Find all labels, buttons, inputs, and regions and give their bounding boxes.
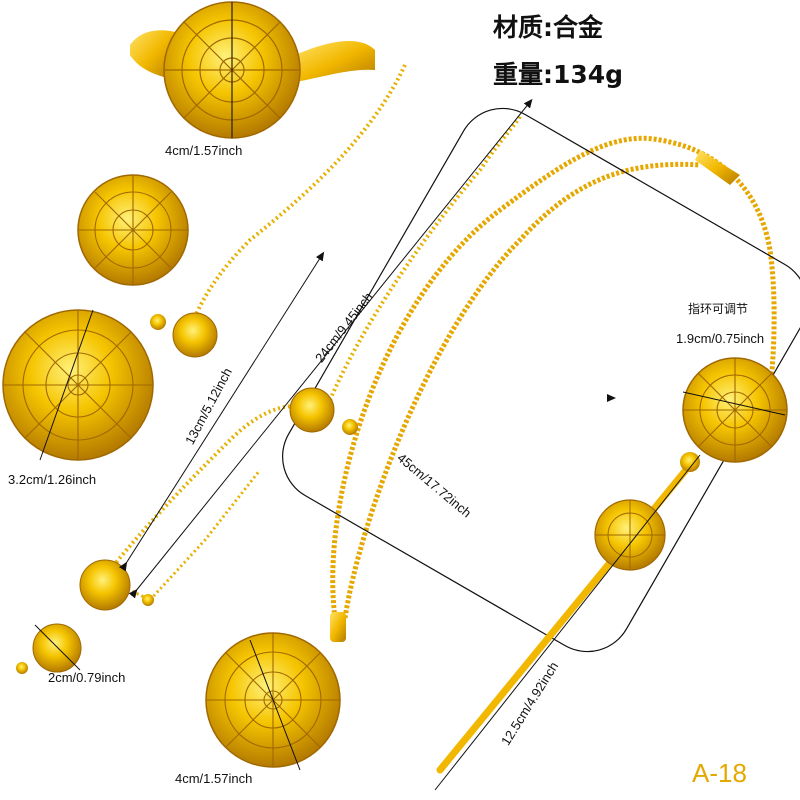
pendant-small-label: 2cm/0.79inch	[48, 670, 126, 685]
dimension-lines	[34, 2, 786, 791]
ring-left	[2, 309, 154, 461]
necklace-chain	[330, 135, 777, 619]
earring-top	[77, 174, 189, 286]
bangle-width-label: 4cm/1.57inch	[165, 143, 243, 158]
necklace-pendant	[205, 612, 346, 768]
ring-left-width-label: 3.2cm/1.26inch	[8, 472, 97, 487]
weight-label: 重量:134g	[493, 60, 624, 89]
pendant-large-label: 4cm/1.57inch	[175, 771, 253, 786]
ring-right	[682, 357, 788, 463]
bangle	[130, 1, 375, 139]
ring-right-width-label: 1.9cm/0.75inch	[676, 331, 765, 346]
product-code: A-18	[692, 758, 747, 788]
material-label: 材质:合金	[493, 13, 603, 42]
hairpin	[436, 452, 700, 774]
ring-adjustable-note: 指环可调节	[688, 302, 749, 316]
